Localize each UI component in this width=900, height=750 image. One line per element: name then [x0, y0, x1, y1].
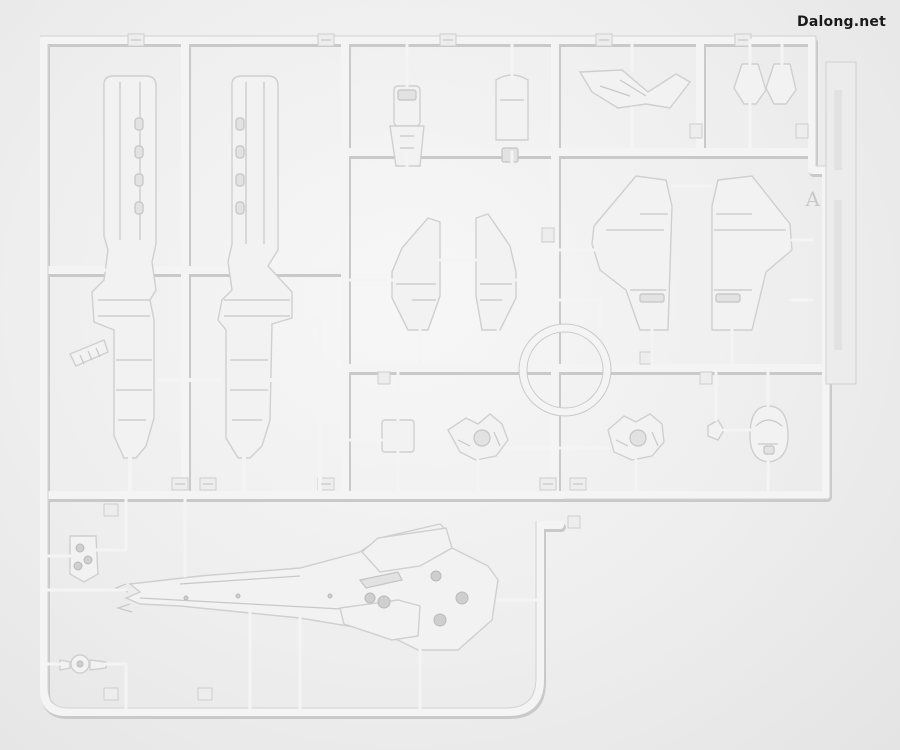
small-part-bracket — [69, 535, 99, 583]
small-part-clips — [733, 63, 797, 105]
watermark-text: Dalong.net — [797, 14, 886, 30]
gates-upper — [405, 38, 784, 168]
large-fin-part — [114, 523, 499, 651]
sprue-letter-label: A — [805, 187, 821, 211]
small-part-housing — [495, 74, 529, 163]
small-part-cockpit — [389, 85, 425, 167]
small-part-flower-right — [607, 413, 665, 461]
armor-pair-small — [391, 213, 517, 331]
small-part-flower-left — [447, 413, 509, 461]
long-part-left — [69, 75, 157, 459]
small-part-wings — [578, 69, 692, 109]
gates-lower — [343, 366, 770, 497]
small-part-block — [381, 366, 415, 497]
tab-marks — [131, 39, 748, 485]
small-part-helmet — [749, 405, 789, 463]
gates-middle — [343, 184, 814, 370]
small-part-pin — [707, 419, 725, 441]
runner-label-strip: A — [805, 61, 857, 385]
small-part-connector — [59, 654, 107, 674]
runner-frame — [40, 35, 832, 719]
armor-pair-large — [591, 175, 793, 331]
gates-bottom — [42, 493, 542, 714]
long-part-right — [217, 75, 293, 459]
gates-left — [90, 268, 322, 497]
